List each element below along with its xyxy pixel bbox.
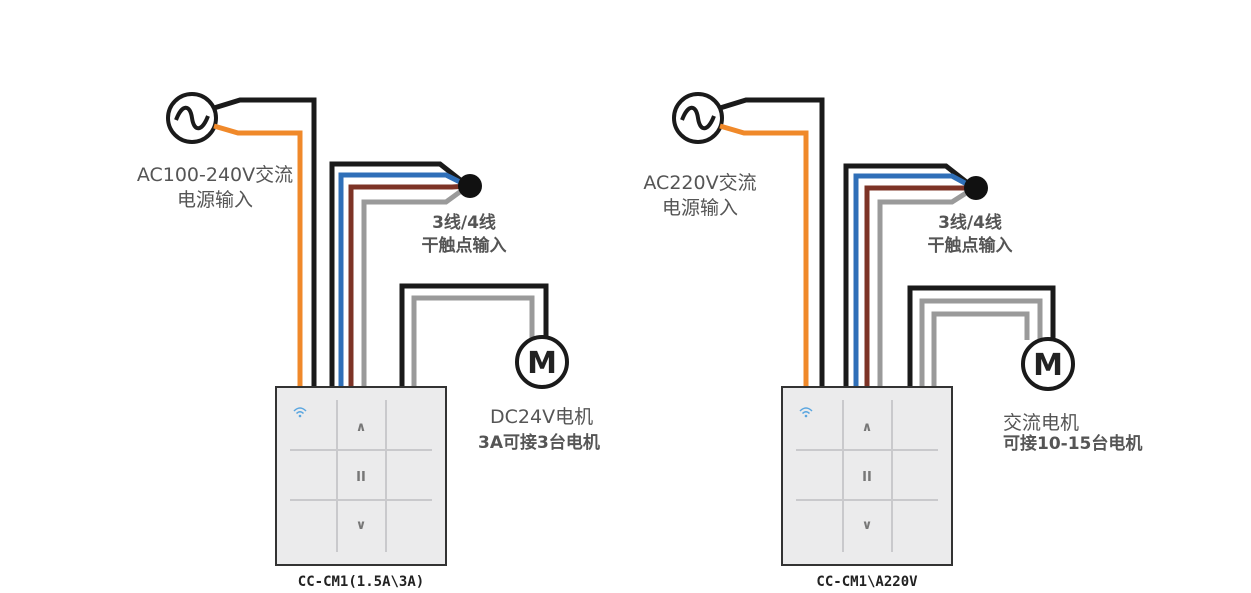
model-label: CC-CM1\A220V: [816, 574, 918, 590]
wire-ac-orange: [719, 123, 809, 386]
ac-source-icon: [166, 92, 218, 144]
wire-dry-gray: [877, 185, 976, 386]
model-label: CC-CM1(1.5A\3A): [298, 574, 424, 590]
motor-label-line1: DC24V电机: [490, 406, 593, 428]
wire-ac-orange: [213, 123, 303, 386]
wire-dry-blue: [338, 172, 470, 386]
diagram-left: M ∧ II ∨ AC100-240V交流 电源输入 3线/4线 干触点输入 D…: [137, 92, 600, 590]
ac-label-line2: 电源输入: [177, 189, 253, 211]
motor-icon: M: [1021, 337, 1075, 391]
dry-label-line1: 3线/4线: [938, 212, 1002, 233]
wire-motor-gray: [411, 295, 535, 386]
wifi-icon: [799, 407, 813, 418]
wifi-icon: [293, 407, 307, 418]
motor-label-line2: 可接10-15台电机: [1003, 433, 1142, 454]
up-button[interactable]: ∧: [356, 420, 367, 435]
motor-label-line2: 3A可接3台电机: [478, 432, 600, 453]
motor-letter: M: [1033, 348, 1063, 383]
motor-icon: M: [515, 335, 569, 389]
dry-contact-terminal-icon: [964, 176, 988, 200]
dry-label-line1: 3线/4线: [432, 212, 496, 233]
motor-label-line1: 交流电机: [1003, 412, 1079, 434]
ac-label-line1: AC100-240V交流: [137, 164, 293, 186]
wire-dry-black: [843, 163, 976, 386]
wire-dry-blue: [853, 173, 976, 386]
wire-ac-black: [213, 97, 317, 386]
wire-motor-gray-2: [931, 311, 1030, 386]
diagram-right: M ∧ II ∨ AC220V交流 电源输入 3线/4线 干触点输入 交流电机 …: [643, 92, 1142, 590]
dry-label-line2: 干触点输入: [422, 235, 507, 256]
switch-panel-left[interactable]: ∧ II ∨: [275, 386, 447, 566]
motor-letter: M: [527, 346, 557, 381]
wire-motor-black: [907, 285, 1056, 386]
wire-ac-black: [719, 97, 825, 386]
up-button[interactable]: ∧: [862, 420, 873, 435]
ac-label-line1: AC220V交流: [643, 172, 756, 194]
down-button[interactable]: ∨: [862, 518, 873, 533]
wire-motor-gray: [919, 298, 1043, 386]
dry-contact-terminal-icon: [458, 174, 482, 198]
dry-label-line2: 干触点输入: [928, 235, 1013, 256]
ac-label-line2: 电源输入: [662, 197, 738, 219]
pause-button[interactable]: II: [862, 470, 872, 485]
ac-source-icon: [672, 92, 724, 144]
switch-panel-right[interactable]: ∧ II ∨: [781, 386, 953, 566]
wire-dry-black: [329, 161, 470, 386]
wire-motor-black: [399, 283, 549, 386]
pause-button[interactable]: II: [356, 470, 366, 485]
down-button[interactable]: ∨: [356, 518, 367, 533]
wire-dry-gray: [361, 183, 470, 386]
